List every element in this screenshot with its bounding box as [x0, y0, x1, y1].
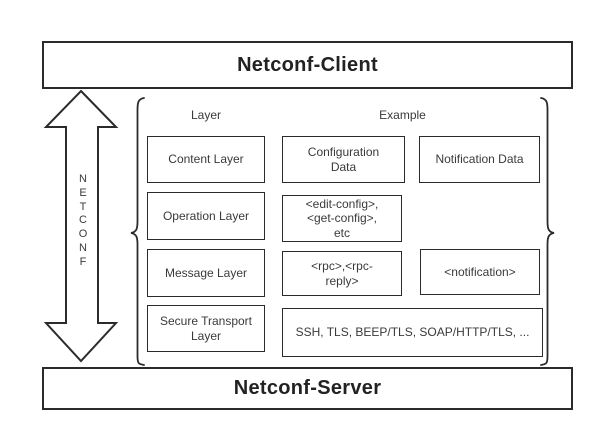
right-brace-icon: [540, 97, 555, 366]
message-layer-box: Message Layer: [147, 249, 265, 297]
rpc-example-box: <rpc>,<rpc- reply>: [282, 251, 402, 296]
configuration-data-box: Configuration Data: [282, 136, 405, 183]
netconf-client-box: Netconf-Client: [42, 41, 573, 89]
notification-data-box: Notification Data: [419, 136, 540, 183]
netconf-arrow-label: N E T C O N F: [78, 173, 88, 268]
netconf-client-label: Netconf-Client: [237, 53, 378, 76]
operation-layer-box: Operation Layer: [147, 192, 265, 240]
notification-example-box: <notification>: [420, 249, 540, 295]
netconf-server-box: Netconf-Server: [42, 367, 573, 410]
operation-example-box: <edit-config>, <get-config>, etc: [282, 195, 402, 242]
content-layer-box: Content Layer: [147, 136, 265, 183]
transport-example-box: SSH, TLS, BEEP/TLS, SOAP/HTTP/TLS, ...: [282, 308, 543, 357]
double-arrow-icon: [43, 89, 119, 363]
secure-transport-layer-box: Secure Transport Layer: [147, 305, 265, 352]
netconf-server-label: Netconf-Server: [233, 377, 382, 399]
left-brace-icon: [130, 97, 145, 366]
column-header-layer: Layer: [190, 108, 222, 122]
column-header-example: Example: [379, 108, 426, 122]
